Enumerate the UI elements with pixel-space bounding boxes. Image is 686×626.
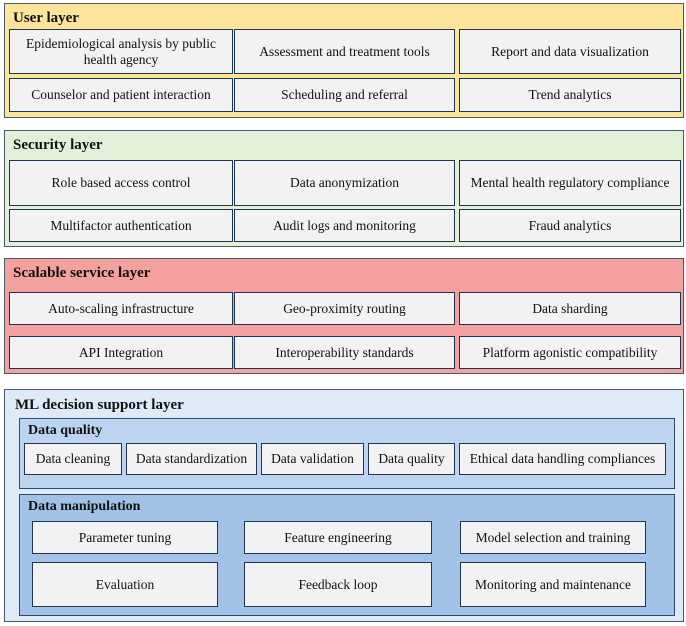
user-box-report-visualization: Report and data visualization (459, 29, 681, 74)
user-layer: User layer Epidemiological analysis by p… (4, 3, 684, 118)
ml-layer-title: ML decision support layer (15, 397, 184, 413)
user-layer-title: User layer (13, 10, 79, 26)
user-box-counselor-interaction: Counselor and patient interaction (9, 78, 233, 112)
service-box-data-sharding: Data sharding (459, 292, 681, 325)
user-box-scheduling-referral: Scheduling and referral (234, 78, 455, 112)
user-box-trend-analytics: Trend analytics (459, 78, 681, 112)
security-box-audit-logs: Audit logs and monitoring (234, 209, 455, 242)
data-quality-section: Data quality Data cleaning Data standard… (19, 418, 675, 489)
dm-box-model-selection: Model selection and training (460, 521, 646, 554)
security-box-regulatory-compliance: Mental health regulatory compliance (459, 160, 681, 206)
service-box-auto-scaling: Auto-scaling infrastructure (9, 292, 233, 325)
dq-box-data-cleaning: Data cleaning (24, 443, 122, 475)
service-box-api-integration: API Integration (9, 336, 233, 369)
dm-box-monitoring-maintenance: Monitoring and maintenance (460, 562, 646, 607)
scalable-service-layer: Scalable service layer Auto-scaling infr… (4, 258, 684, 374)
scalable-service-layer-title: Scalable service layer (13, 265, 151, 281)
service-box-geo-routing: Geo-proximity routing (234, 292, 455, 325)
data-manipulation-section: Data manipulation Parameter tuning Featu… (19, 494, 675, 616)
dm-box-feature-engineering: Feature engineering (244, 521, 432, 554)
ml-decision-support-layer: ML decision support layer Data quality D… (4, 389, 684, 622)
dm-box-feedback-loop: Feedback loop (244, 562, 432, 607)
user-box-assessment-tools: Assessment and treatment tools (234, 29, 455, 74)
dq-box-data-standardization: Data standardization (126, 443, 257, 475)
dq-box-ethical-handling: Ethical data handling compliances (459, 443, 666, 475)
dq-box-data-validation: Data validation (261, 443, 364, 475)
data-quality-title: Data quality (28, 423, 103, 438)
dm-box-evaluation: Evaluation (32, 562, 218, 607)
security-box-anonymization: Data anonymization (234, 160, 455, 206)
data-manipulation-title: Data manipulation (28, 499, 141, 514)
security-box-multifactor-auth: Multifactor authentication (9, 209, 233, 242)
dm-box-parameter-tuning: Parameter tuning (32, 521, 218, 554)
security-layer-title: Security layer (13, 137, 103, 153)
security-box-fraud-analytics: Fraud analytics (459, 209, 681, 242)
service-box-interoperability: Interoperability standards (234, 336, 455, 369)
security-layer: Security layer Role based access control… (4, 130, 684, 247)
service-box-platform-compatibility: Platform agonistic compatibility (459, 336, 681, 369)
security-box-role-access: Role based access control (9, 160, 233, 206)
user-box-epidemiological-analysis: Epidemiological analysis by public healt… (9, 29, 233, 74)
dq-box-data-quality: Data quality (368, 443, 455, 475)
